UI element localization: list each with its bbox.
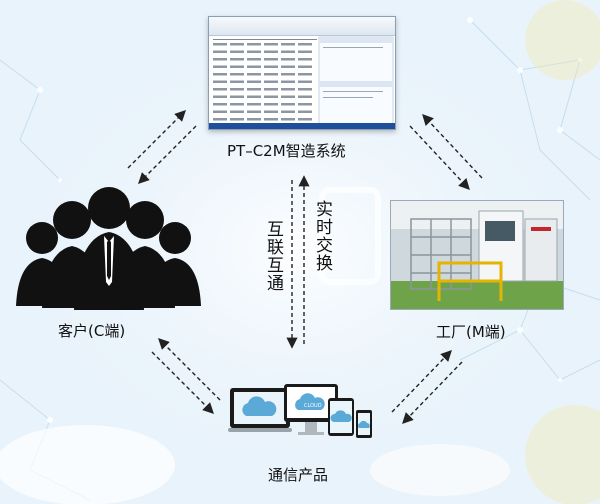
table-cell-placeholder — [247, 58, 261, 61]
table-cell-placeholder — [230, 110, 244, 113]
table-cell-placeholder — [247, 43, 261, 46]
table-cell-placeholder — [281, 110, 295, 113]
table-cell-placeholder — [264, 118, 278, 121]
factory-photo-icon — [390, 200, 564, 310]
arrow-comm-to-factory — [391, 349, 452, 413]
table-cell-placeholder — [247, 80, 261, 83]
table-cell-placeholder — [213, 80, 227, 83]
table-cell-placeholder — [247, 118, 261, 121]
table-cell-placeholder — [264, 65, 278, 68]
table-cell-placeholder — [281, 65, 295, 68]
table-cell-placeholder — [213, 118, 227, 121]
table-cell-placeholder — [281, 80, 295, 83]
table-cell-placeholder — [264, 73, 278, 76]
table-cell-placeholder — [298, 80, 312, 83]
table-cell-placeholder — [230, 58, 244, 61]
table-cell-placeholder — [213, 65, 227, 68]
table-cell-placeholder — [230, 95, 244, 98]
arrow-comm-to-customer — [158, 338, 221, 401]
table-cell-placeholder — [298, 65, 312, 68]
table-cell-placeholder — [213, 43, 227, 46]
table-cell-placeholder — [247, 88, 261, 91]
table-cell-placeholder — [264, 95, 278, 98]
table-cell-placeholder — [298, 50, 312, 53]
table-cell-placeholder — [230, 50, 244, 53]
table-cell-placeholder — [230, 118, 244, 121]
table-cell-placeholder — [281, 118, 295, 121]
table-cell-placeholder — [298, 43, 312, 46]
table-cell-placeholder — [281, 88, 295, 91]
table-cell-placeholder — [213, 50, 227, 53]
table-cell-placeholder — [213, 88, 227, 91]
table-cell-placeholder — [298, 88, 312, 91]
table-cell-placeholder — [247, 65, 261, 68]
devices-cloud-icon: CLOUD — [228, 384, 372, 438]
table-cell-placeholder — [247, 73, 261, 76]
table-cell-placeholder — [230, 80, 244, 83]
table-cell-placeholder — [264, 103, 278, 106]
table-cell-placeholder — [264, 88, 278, 91]
table-cell-placeholder — [230, 103, 244, 106]
system-label: PT–C2M智造系统 — [227, 142, 346, 160]
arrow-system-to-customer — [138, 125, 197, 184]
table-cell-placeholder — [213, 73, 227, 76]
table-cell-placeholder — [264, 58, 278, 61]
arrow-customer-to-system — [127, 110, 186, 169]
table-cell-placeholder — [298, 103, 312, 106]
people-group-icon — [16, 187, 201, 310]
table-cell-placeholder — [298, 73, 312, 76]
table-cell-placeholder — [247, 95, 261, 98]
table-cell-placeholder — [281, 50, 295, 53]
factory-label: 工厂(M端) — [436, 323, 506, 341]
table-cell-placeholder — [213, 58, 227, 61]
table-cell-placeholder — [230, 65, 244, 68]
table-cell-placeholder — [213, 103, 227, 106]
table-cell-placeholder — [230, 88, 244, 91]
table-cell-placeholder — [298, 110, 312, 113]
table-cell-placeholder — [213, 95, 227, 98]
table-cell-placeholder — [298, 95, 312, 98]
table-cell-placeholder — [264, 43, 278, 46]
table-cell-placeholder — [247, 110, 261, 113]
comm-label: 通信产品 — [268, 466, 329, 484]
table-cell-placeholder — [281, 43, 295, 46]
cloud-badge-text: CLOUD — [304, 403, 322, 409]
arrow-factory-to-system — [422, 113, 483, 179]
arrow-customer-to-comm — [151, 351, 214, 414]
arrow-factory-to-comm — [402, 361, 463, 425]
table-cell-placeholder — [213, 110, 227, 113]
table-cell-placeholder — [264, 80, 278, 83]
interconnect-label: 互联互通 — [263, 220, 283, 292]
table-cell-placeholder — [264, 50, 278, 53]
table-cell-placeholder — [298, 118, 312, 121]
table-cell-placeholder — [230, 43, 244, 46]
table-cell-placeholder — [281, 73, 295, 76]
arrow-system-to-factory — [409, 125, 470, 191]
table-cell-placeholder — [281, 95, 295, 98]
realtime-exchange-label: 实时交换 — [312, 200, 332, 272]
table-cell-placeholder — [281, 103, 295, 106]
customer-label: 客户(C端) — [58, 322, 126, 340]
table-cell-placeholder — [247, 50, 261, 53]
table-cell-placeholder — [264, 110, 278, 113]
table-cell-placeholder — [298, 58, 312, 61]
software-screenshot-icon — [208, 16, 396, 130]
table-cell-placeholder — [281, 58, 295, 61]
table-cell-placeholder — [247, 103, 261, 106]
table-cell-placeholder — [230, 73, 244, 76]
